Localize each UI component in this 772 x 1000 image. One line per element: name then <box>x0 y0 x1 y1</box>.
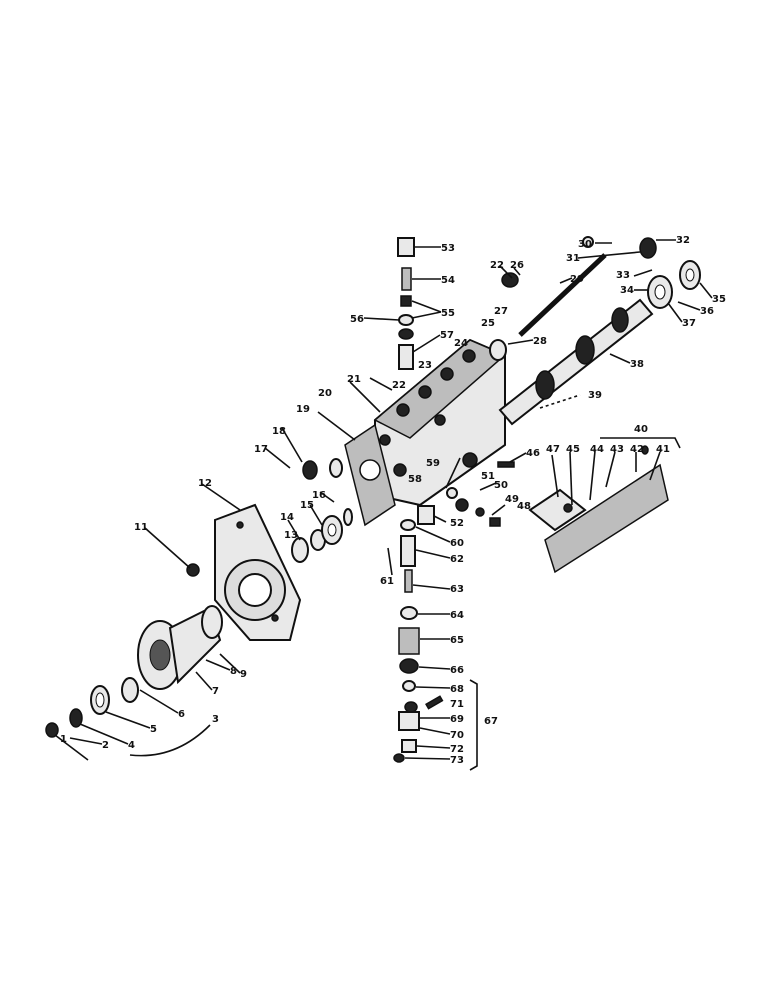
label-23: 23 <box>418 360 432 371</box>
label-2: 2 <box>102 740 109 751</box>
label-22b: 22 <box>392 380 406 391</box>
label-62: 62 <box>450 554 464 565</box>
delivery-valve-stack <box>397 237 415 370</box>
label-49: 49 <box>505 494 519 505</box>
label-53: 53 <box>441 243 455 254</box>
label-4: 4 <box>128 740 135 751</box>
label-44: 44 <box>590 444 604 455</box>
label-19: 19 <box>296 404 310 415</box>
bearing-parts <box>186 458 353 577</box>
label-46: 46 <box>526 448 540 459</box>
washers <box>45 677 139 761</box>
label-55: 55 <box>441 308 455 319</box>
label-15: 15 <box>300 500 314 511</box>
gasket <box>344 423 396 527</box>
label-38: 38 <box>630 359 644 370</box>
label-47: 47 <box>546 444 560 455</box>
label-42: 42 <box>630 444 644 455</box>
label-24: 24 <box>454 338 468 349</box>
label-12: 12 <box>198 478 212 489</box>
pump-housing <box>373 338 507 507</box>
label-41: 41 <box>656 444 670 455</box>
label-18: 18 <box>272 426 286 437</box>
label-32: 32 <box>676 235 690 246</box>
label-16: 16 <box>312 490 326 501</box>
label-31: 31 <box>566 253 580 264</box>
label-57: 57 <box>440 330 454 341</box>
label-71: 71 <box>450 699 464 710</box>
label-7: 7 <box>212 686 219 697</box>
label-63: 63 <box>450 584 464 595</box>
label-28: 28 <box>533 336 547 347</box>
label-52: 52 <box>450 518 464 529</box>
label-61: 61 <box>380 576 394 587</box>
label-50: 50 <box>494 480 508 491</box>
drive-hub <box>137 605 223 690</box>
label-13: 13 <box>284 530 298 541</box>
label-33: 33 <box>616 270 630 281</box>
label-17: 17 <box>254 444 268 455</box>
label-5: 5 <box>150 724 157 735</box>
label-39: 39 <box>588 390 602 401</box>
front-cover <box>214 503 302 641</box>
label-9: 9 <box>240 669 247 680</box>
label-29: 29 <box>570 274 584 285</box>
label-64: 64 <box>450 610 464 621</box>
label-60: 60 <box>450 538 464 549</box>
label-54: 54 <box>441 275 455 286</box>
small-fittings <box>417 461 515 527</box>
label-66: 66 <box>450 665 464 676</box>
label-6: 6 <box>178 709 185 720</box>
label-72: 72 <box>450 744 464 755</box>
label-25: 25 <box>481 318 495 329</box>
label-8: 8 <box>230 666 237 677</box>
label-20: 20 <box>318 388 332 399</box>
label-26: 26 <box>510 260 524 271</box>
camshaft-assembly <box>489 236 701 426</box>
leader-lines <box>69 239 713 771</box>
label-1: 1 <box>60 734 67 745</box>
label-70: 70 <box>450 730 464 741</box>
part-labels: 53 54 55 56 57 22 26 27 25 28 29 30 31 3… <box>60 235 726 766</box>
inspection-cover <box>528 445 669 574</box>
label-56: 56 <box>350 314 364 325</box>
label-68: 68 <box>450 684 464 695</box>
label-3: 3 <box>212 714 219 725</box>
label-11: 11 <box>134 522 148 533</box>
label-59: 59 <box>426 458 440 469</box>
label-35: 35 <box>712 294 726 305</box>
label-14: 14 <box>280 512 294 523</box>
label-21: 21 <box>347 374 361 385</box>
label-48: 48 <box>517 501 531 512</box>
label-65: 65 <box>450 635 464 646</box>
label-37: 37 <box>682 318 696 329</box>
label-73: 73 <box>450 755 464 766</box>
label-40: 40 <box>634 424 648 435</box>
label-27: 27 <box>494 306 508 317</box>
label-34: 34 <box>620 285 634 296</box>
label-22a: 22 <box>490 260 504 271</box>
label-43: 43 <box>610 444 624 455</box>
label-58: 58 <box>408 474 422 485</box>
label-69: 69 <box>450 714 464 725</box>
label-36: 36 <box>700 306 714 317</box>
label-45: 45 <box>566 444 580 455</box>
label-51: 51 <box>481 471 495 482</box>
plunger-element-stack <box>387 519 444 763</box>
label-30: 30 <box>578 239 592 250</box>
label-67: 67 <box>484 716 498 727</box>
